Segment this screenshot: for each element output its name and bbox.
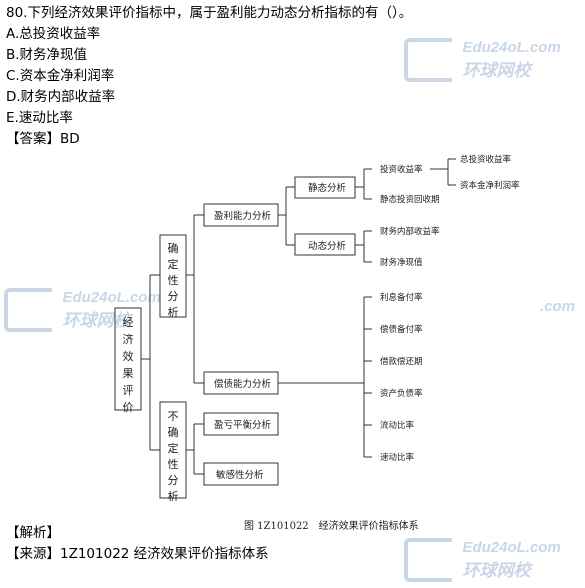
solvency-item: 借款偿还期 <box>380 356 423 367</box>
answer: 【答案】BD <box>6 131 80 147</box>
option-a: A.总投资收益率 <box>6 26 101 42</box>
watermark-name: 环球网校 <box>462 61 531 81</box>
deterministic-label: 确定性分析 <box>168 242 179 319</box>
watermark-bottom-right: Edu24oL.com 环球网校 <box>404 538 561 582</box>
option-d: D.财务内部收益率 <box>6 89 116 105</box>
watermark-logo-icon <box>4 288 52 332</box>
watermark-logo-icon <box>404 538 452 582</box>
breakeven-label: 盈亏平衡分析 <box>214 419 272 431</box>
solvency-item: 流动比率 <box>380 420 415 431</box>
solvency-item: 速动比率 <box>380 452 415 463</box>
watermark-name: 环球网校 <box>462 561 531 581</box>
watermark-middle-right: .com <box>540 298 575 315</box>
equity-return-label: 资本金净利润率 <box>460 180 520 191</box>
profitability-label: 盈利能力分析 <box>214 210 272 222</box>
static-label: 静态分析 <box>308 182 347 194</box>
solvency-item: 利息备付率 <box>380 292 423 303</box>
analysis-label: 【解析】 <box>6 525 60 541</box>
firr-label: 财务内部收益率 <box>380 226 440 237</box>
solvency-item: 资产负债率 <box>380 388 423 399</box>
option-c: C.资本金净利润率 <box>6 68 115 84</box>
watermark-top-right: Edu24oL.com 环球网校 <box>404 38 561 82</box>
watermark-site: Edu24oL.com <box>462 539 561 556</box>
solvency-label: 偿债能力分析 <box>214 378 272 390</box>
fnpv-label: 财务净现值 <box>380 257 423 268</box>
watermark-site: Edu24oL.com <box>462 39 561 56</box>
option-b: B.财务净现值 <box>6 47 88 63</box>
uncertain-label: 不确定性分析 <box>168 410 179 503</box>
watermark-partial: .com <box>540 298 576 315</box>
watermark-logo-icon <box>404 38 452 82</box>
total-roi-label: 总投资收益率 <box>460 154 512 165</box>
sensitivity-label: 敏感性分析 <box>216 469 264 481</box>
payback-label: 静态投资回收期 <box>380 194 440 205</box>
root-label: 经济效果评价 <box>123 316 134 414</box>
diagram-caption: 图 1Z101022 经济效果评价指标体系 <box>244 521 419 532</box>
solvency-item: 偿债备付率 <box>380 324 423 335</box>
watermark-middle-left: Edu24oL.com 环球网校 <box>4 288 161 332</box>
dynamic-label: 动态分析 <box>308 240 347 252</box>
watermark-site: Edu24oL.com <box>62 289 161 306</box>
source-line: 【来源】1Z101022 经济效果评价指标体系 <box>6 546 269 562</box>
watermark-name: 环球网校 <box>62 311 131 331</box>
option-e: E.速动比率 <box>6 110 73 126</box>
roi-label: 投资收益率 <box>380 164 423 175</box>
question-stem: 80.下列经济效果评价指标中，属于盈利能力动态分析指标的有（）。 <box>6 5 413 21</box>
